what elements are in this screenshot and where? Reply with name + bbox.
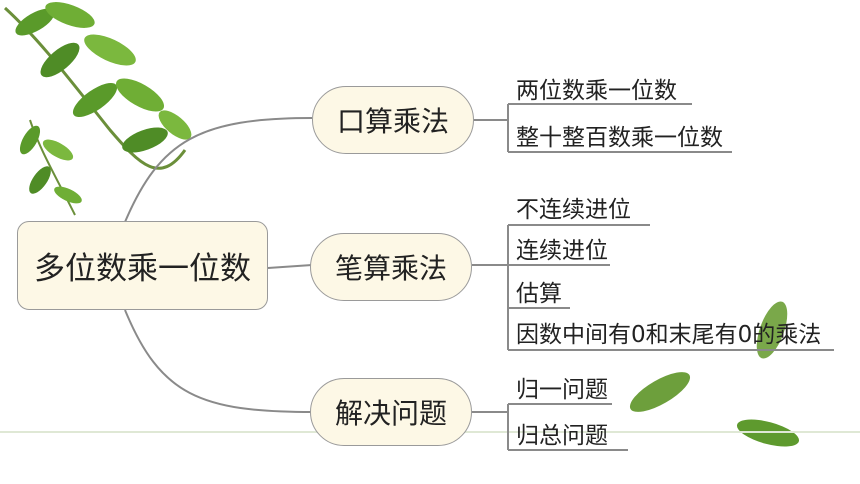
- branch-problem-solving: 解决问题: [310, 378, 472, 446]
- leaf-unit-rate-problem: 归一问题: [516, 377, 608, 403]
- leaf-total-problem: 归总问题: [516, 423, 608, 449]
- leaf-tens-hundreds-times-one-digit: 整十整百数乘一位数: [516, 125, 723, 151]
- root-node: 多位数乘一位数: [17, 221, 268, 310]
- branch-connectors: [472, 103, 834, 451]
- branch-mental-multiplication: 口算乘法: [312, 86, 474, 154]
- leaf-zero-in-factor: 因数中间有0和末尾有0的乘法: [516, 322, 822, 348]
- leaf-non-consecutive-carry: 不连续进位: [516, 197, 631, 223]
- leaf-two-digit-times-one-digit: 两位数乘一位数: [516, 78, 677, 104]
- fern-decoration-icon: [3, 2, 192, 216]
- branch-written-multiplication: 笔算乘法: [310, 233, 472, 301]
- root-connectors: [124, 117, 313, 413]
- leaf-consecutive-carry: 连续进位: [516, 238, 608, 264]
- leaf-estimation: 估算: [516, 281, 562, 307]
